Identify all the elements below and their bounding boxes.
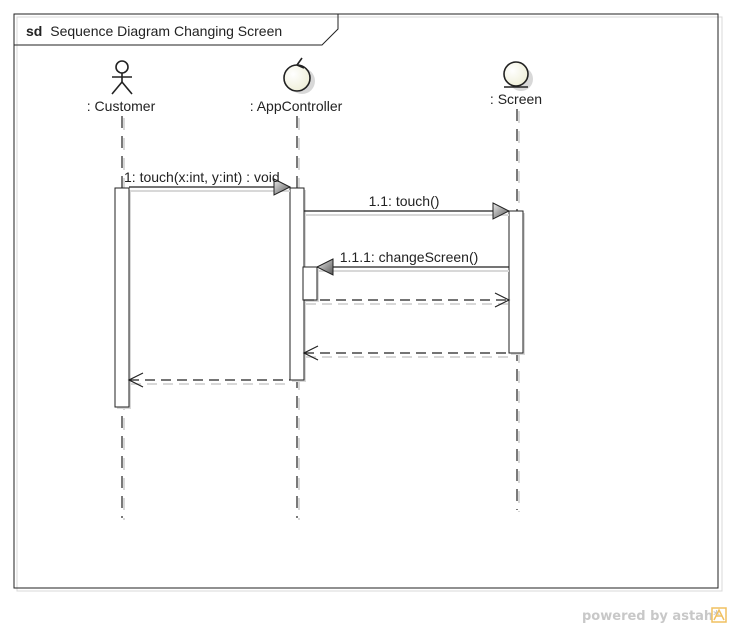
arrowhead-filled-icon: [492, 202, 511, 220]
lifeline-appcontroller[interactable]: : AppController: [250, 57, 343, 114]
activation-appcontroller: [289, 187, 305, 381]
message-label-1-1: 1.1: touch(): [369, 193, 440, 209]
actor-icon: [111, 60, 133, 95]
astah-logo-icon: [711, 607, 727, 623]
frame-label: sd Sequence Diagram Changing Screen: [26, 23, 282, 39]
message-1[interactable]: 1: touch(x:int, y:int) : void: [124, 169, 292, 196]
message-1-1[interactable]: 1.1: touch(): [304, 193, 511, 220]
arrowhead-open-icon: [494, 292, 511, 308]
frame: sd Sequence Diagram Changing Screen: [13, 13, 723, 592]
frame-label-tab: [14, 14, 339, 46]
activations: [114, 187, 525, 409]
reply-1-1-1[interactable]: [304, 292, 511, 308]
reply-1[interactable]: [127, 372, 290, 388]
activation-screen: [508, 210, 524, 354]
message-label-1: 1: touch(x:int, y:int) : void: [124, 169, 280, 185]
frame-title: Sequence Diagram Changing Screen: [50, 23, 282, 39]
lifeline-label-screen: : Screen: [490, 91, 542, 107]
arrowhead-filled-icon: [315, 258, 334, 276]
message-1-1-1[interactable]: 1.1.1: changeScreen(): [315, 249, 509, 276]
lifeline-label-customer: : Customer: [87, 98, 156, 114]
reply-1-1[interactable]: [302, 345, 509, 361]
control-icon: [283, 57, 315, 94]
message-label-1-1-1: 1.1.1: changeScreen(): [340, 249, 479, 265]
watermark-text: powered by astah*: [582, 609, 720, 624]
arrowhead-open-icon: [302, 345, 319, 361]
activation-customer: [114, 187, 130, 408]
lifeline-label-appcontroller: : AppController: [250, 98, 343, 114]
lifeline-customer[interactable]: : Customer: [87, 60, 156, 114]
astah-watermark: powered by astah*: [582, 607, 727, 624]
lifeline-screen[interactable]: : Screen: [490, 61, 542, 107]
frame-keyword: sd: [26, 23, 42, 39]
arrowhead-filled-icon: [273, 178, 292, 196]
entity-icon: [503, 61, 533, 91]
arrowhead-open-icon: [127, 372, 144, 388]
activation-appcontroller-nested: [302, 266, 318, 301]
